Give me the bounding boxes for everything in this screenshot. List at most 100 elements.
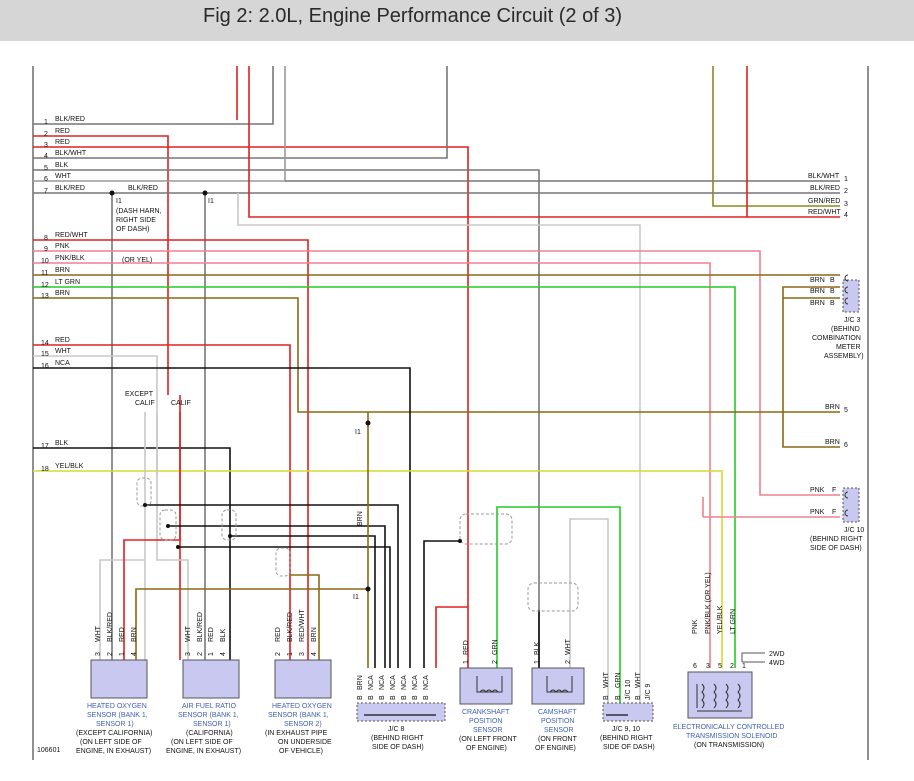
comp3-note-2: (BEHIND RIGHT bbox=[371, 735, 424, 742]
left-pin-10: 10 bbox=[41, 258, 49, 265]
jc10-wire-label-1: PNK bbox=[810, 487, 825, 494]
comp0-pin-1: 2 bbox=[107, 652, 114, 656]
right-label-2: BLK/RED bbox=[810, 185, 840, 192]
left-pin-5: 5 bbox=[44, 165, 48, 172]
wire-14-red bbox=[33, 344, 291, 660]
component-body bbox=[274, 659, 332, 699]
left-label-15: WHT bbox=[55, 348, 72, 355]
wire-brn-ox2 bbox=[290, 574, 320, 660]
except-label: EXCEPT bbox=[125, 391, 154, 398]
comp1-wire-2: RED bbox=[208, 627, 215, 642]
comp2-pin-2: 3 bbox=[299, 652, 306, 656]
comp0-wire-0: WHT bbox=[95, 625, 102, 642]
left-pin-15: 15 bbox=[41, 351, 49, 358]
i1-label-b: I1 bbox=[208, 198, 214, 205]
blk-red-mid-label: BLK/RED bbox=[128, 185, 158, 192]
wire-3-red bbox=[33, 146, 469, 668]
wire-right-3 bbox=[712, 66, 840, 207]
right-label-5: BRN bbox=[825, 404, 840, 411]
comp5-pin-0: 1 bbox=[534, 660, 541, 664]
or-yel-label: (OR YEL) bbox=[122, 257, 152, 264]
left-pin-1: 1 bbox=[44, 119, 48, 126]
jc3-label-4: METER bbox=[836, 344, 861, 351]
jc3-pin-1: B bbox=[830, 277, 835, 284]
shield-4 bbox=[275, 547, 291, 577]
wire-5-blk bbox=[33, 169, 540, 668]
comp6-sub-2: J/C 9 bbox=[645, 684, 652, 700]
wire-right-4b bbox=[248, 66, 747, 218]
left-label-5: BLK bbox=[55, 162, 69, 169]
wire-18-yel-blk bbox=[33, 470, 723, 668]
right-pin-4: 4 bbox=[844, 212, 848, 219]
transmission-solenoid: PNK PNK/BLK (OR YEL) YEL/BLK LT GRN 6 3 … bbox=[673, 572, 785, 749]
jc8-connector: BRN NCA NCA NCA NCA NCA NCA B B B B B B … bbox=[356, 675, 446, 751]
comp4-note-2: OF ENGINE) bbox=[466, 745, 507, 752]
comp1-wire-3: BLK bbox=[220, 628, 227, 642]
comp4-pin-1: 2 bbox=[492, 660, 499, 664]
jc3-wire-2: BRN bbox=[810, 288, 825, 295]
left-pin-2: 2 bbox=[44, 131, 48, 138]
comp2-pin-1: 1 bbox=[287, 652, 294, 656]
heated-oxygen-sensor-b1s2: 2 RED 1 BLK/RED 3 RED/WHT 4 BRN HEATED O… bbox=[265, 609, 332, 755]
comp7-pin-0: 6 bbox=[693, 663, 697, 670]
comp3-pin-6: B bbox=[423, 695, 430, 700]
jc10-label-3: SIDE OF DASH) bbox=[810, 545, 862, 552]
comp3-pin-3: B bbox=[390, 695, 397, 700]
comp2-note-3: OF VEHICLE) bbox=[279, 748, 323, 755]
component-body bbox=[459, 667, 513, 705]
shield-5 bbox=[459, 513, 513, 545]
wire-calif-wht bbox=[156, 412, 189, 660]
comp5-name-2: POSITION bbox=[541, 718, 574, 725]
mode-label-2wd: 2WD bbox=[769, 651, 785, 658]
left-pin-17: 17 bbox=[41, 443, 49, 450]
comp1-note-2: (ON LEFT SIDE OF bbox=[171, 739, 233, 746]
right-pin-6: 6 bbox=[844, 442, 848, 449]
jc10-wire-2 bbox=[702, 497, 840, 518]
right-pin-2: 2 bbox=[844, 188, 848, 195]
comp0-pin-3: 4 bbox=[131, 652, 138, 656]
comp0-note-2: (ON LEFT SIDE OF bbox=[80, 739, 142, 746]
comp7-pin-4: 1 bbox=[742, 663, 746, 670]
wire-brn-jc8 bbox=[135, 412, 369, 660]
wire-8-red-wht bbox=[33, 239, 309, 660]
comp3-note-1: J/C 8 bbox=[388, 726, 404, 733]
comp0-pin-2: 1 bbox=[119, 652, 126, 656]
comp3-wire-4: NCA bbox=[401, 675, 408, 690]
crankshaft-position-sensor: 1 RED 2 GRN CRANKSHAFT POSITION SENSOR (… bbox=[459, 639, 518, 752]
splice-dot bbox=[365, 586, 371, 592]
dash-harn-line-1: (DASH HARN, bbox=[116, 208, 162, 215]
comp0-name-2: SENSOR (BANK 1, bbox=[87, 712, 148, 719]
comp0-name-3: SENSOR 1) bbox=[96, 721, 134, 728]
comp3-wire-2: NCA bbox=[379, 675, 386, 690]
wires bbox=[33, 66, 840, 710]
comp1-wire-0: WHT bbox=[185, 625, 192, 642]
shield-3 bbox=[221, 509, 237, 541]
solenoid-symbols bbox=[696, 683, 742, 712]
left-label-16: NCA bbox=[55, 360, 70, 367]
component-body bbox=[687, 671, 753, 719]
comp2-name-1: HEATED OXYGEN bbox=[272, 703, 332, 710]
left-pin-12: 12 bbox=[41, 282, 49, 289]
comp7-pin-3: 2 bbox=[730, 663, 734, 670]
jc3-label-5: ASSEMBLY) bbox=[824, 353, 864, 360]
wire-16-nca bbox=[33, 367, 411, 668]
comp2-wire-2: RED/WHT bbox=[299, 609, 306, 642]
jc10-label-2: (BEHIND RIGHT bbox=[810, 536, 863, 543]
comp7-wire-0: PNK bbox=[692, 619, 699, 634]
comp6-wire-1: GRN bbox=[615, 672, 622, 688]
comp3-pin-5: B bbox=[412, 695, 419, 700]
comp5-wire-1: WHT bbox=[565, 638, 572, 655]
splice-dot bbox=[166, 524, 170, 528]
left-pin-4: 4 bbox=[44, 153, 48, 160]
jc3-label-1: J/C 3 bbox=[844, 317, 860, 324]
comp2-note-1: (IN EXHAUST PIPE bbox=[265, 730, 327, 737]
jc3-wire-3: BRN bbox=[810, 300, 825, 307]
comp1-name-2: SENSOR (BANK 1, bbox=[178, 712, 239, 719]
calif-label-2: CALIF bbox=[171, 400, 191, 407]
wire-grn-crank bbox=[496, 506, 621, 710]
jc3-pin-2: B bbox=[830, 288, 835, 295]
wire-nca-2 bbox=[168, 525, 386, 668]
comp3-pin-0: B bbox=[357, 695, 364, 700]
right-pin-1: 1 bbox=[844, 176, 848, 183]
jc3-pins bbox=[844, 274, 849, 305]
